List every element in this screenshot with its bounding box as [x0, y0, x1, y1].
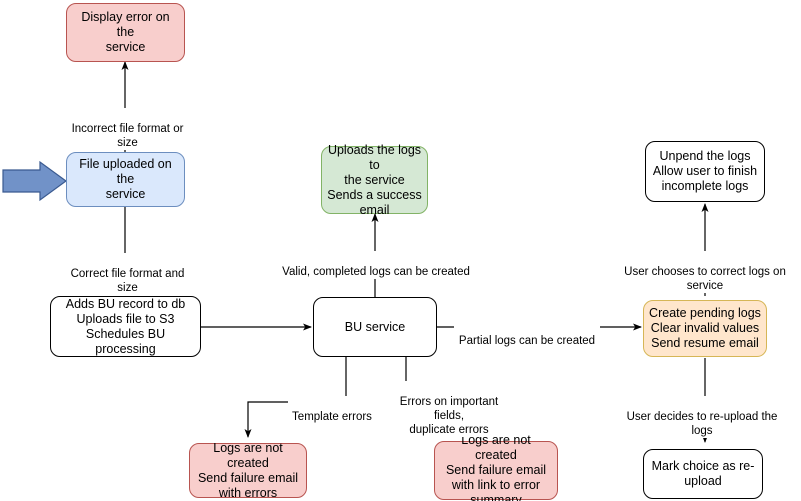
edge-label-user-corrects-text: User chooses to correct logs on service — [624, 266, 786, 292]
edge-label-template-errors-text: Template errors — [292, 411, 372, 423]
edge-label-correct-format: Correct file format and size — [57, 253, 198, 295]
edge-label-important-field-errors: Errors on important fields, duplicate er… — [392, 381, 506, 437]
edge-label-correct-format-text: Correct file format and size — [70, 268, 185, 294]
node-unpend-logs[interactable]: Unpend the logs Allow user to finish inc… — [645, 141, 765, 202]
node-create-pending-logs[interactable]: Create pending logs Clear invalid values… — [643, 300, 767, 357]
edge-label-user-reupload-text: User decides to re-upload the logs — [626, 411, 778, 437]
edge-label-partial-logs: Partial logs can be created — [454, 320, 600, 348]
node-bu-service[interactable]: BU service — [313, 297, 437, 357]
node-file-uploaded[interactable]: File uploaded on the service — [66, 152, 185, 207]
node-mark-reupload-label: Mark choice as re- upload — [651, 459, 755, 488]
edge-label-valid-logs: Valid, completed logs can be created — [280, 251, 472, 279]
node-unpend-logs-label: Unpend the logs Allow user to finish inc… — [652, 149, 758, 193]
node-bu-service-label: BU service — [344, 319, 406, 334]
edge-label-template-errors: Template errors — [288, 396, 376, 424]
node-uploads-logs-label: Uploads the logs to the service Sends a … — [327, 142, 422, 217]
node-create-pending-logs-label: Create pending logs Clear invalid values… — [649, 306, 761, 350]
edge-label-incorrect-format-text: Incorrect file format or size — [71, 123, 184, 149]
edge-label-important-field-errors-text: Errors on important fields, duplicate er… — [399, 396, 499, 436]
node-mark-reupload[interactable]: Mark choice as re- upload — [643, 449, 763, 499]
edge-label-valid-logs-text: Valid, completed logs can be created — [282, 266, 470, 278]
edge-label-partial-logs-text: Partial logs can be created — [458, 335, 596, 347]
node-display-error[interactable]: Display error on the service — [66, 3, 185, 62]
node-uploads-logs[interactable]: Uploads the logs to the service Sends a … — [321, 143, 428, 217]
edge-label-incorrect-format: Incorrect file format or size — [58, 108, 197, 150]
node-logs-not-created-summary[interactable]: Logs are not created Send failure email … — [434, 433, 558, 501]
node-adds-bu-record[interactable]: Adds BU record to db Uploads file to S3 … — [50, 296, 201, 357]
node-display-error-label: Display error on the service — [81, 10, 170, 54]
node-logs-not-created-summary-label: Logs are not created Send failure email … — [445, 433, 547, 501]
node-adds-bu-record-label: Adds BU record to db Uploads file to S3 … — [65, 296, 186, 356]
node-file-uploaded-label: File uploaded on the service — [79, 157, 172, 201]
node-logs-not-created-errors[interactable]: Logs are not created Send failure email … — [189, 440, 307, 500]
input-arrow-icon — [2, 160, 68, 202]
edge-label-user-reupload: User decides to re-upload the logs — [614, 396, 790, 438]
edge-label-user-corrects: User chooses to correct logs on service — [606, 251, 801, 293]
node-logs-not-created-errors-label: Logs are not created Send failure email … — [197, 440, 299, 500]
